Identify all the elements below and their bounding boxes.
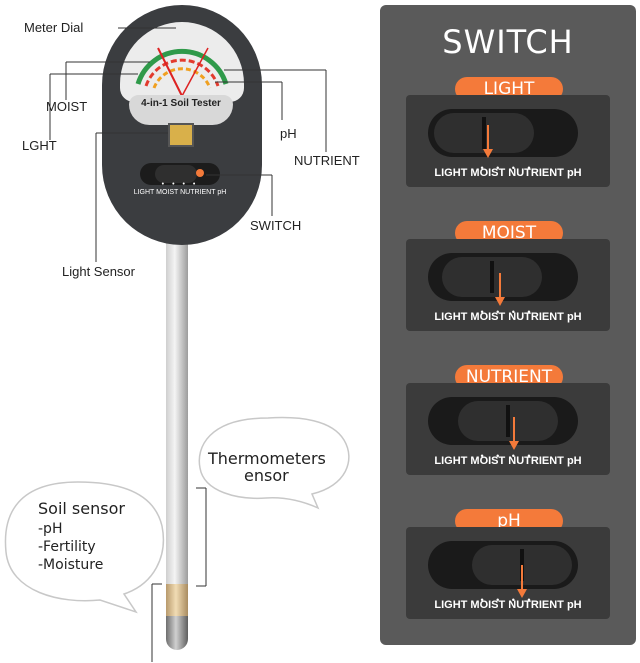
soil-bubble-item: -Fertility [38,539,96,555]
callout-nutrient: NUTRIENT [294,153,360,168]
position-labels: LIGHT MOIST NUTRIENT pH [434,311,582,323]
switch-slot [428,253,578,301]
callout-lines [49,27,327,662]
position-arrow-icon [495,273,505,306]
brand-plate [129,95,233,125]
position-dots: • • • • [480,595,536,605]
position-dots: • • • • [480,163,536,173]
mode-card-light: • • • • LIGHT MOIST NUTRIENT pH [406,95,610,187]
light-sensor-window [168,123,194,147]
thermo-bubble [198,416,350,510]
callout-light: LGHT [22,138,57,153]
soil-bubble-item: -Moisture [38,557,104,573]
callout-switch: SWITCH [250,218,302,233]
probe-tip [166,616,188,650]
thermo-bubble-line2: ensor [244,466,289,485]
mode-card-ph: • • • • LIGHT MOIST NUTRIENT pH [406,527,610,619]
probe-stem [166,240,188,635]
soil-bubble-title: Soil sensor [38,499,125,518]
soil-bubble-item: -pH [38,521,63,537]
position-arrow-icon [509,417,519,450]
callout-ph: pH [280,126,297,141]
thermo-bubble-line1: Thermometers [208,449,326,468]
callout-light-sensor: Light Sensor [62,264,135,279]
switch-slot [428,397,578,445]
probe-sensor-band [166,584,188,616]
position-dots: • • • • [480,451,536,461]
position-arrow-icon [483,125,493,158]
position-labels: LIGHT MOIST NUTRIENT pH [434,599,582,611]
soil-bubble [4,481,164,614]
switch-knob[interactable] [434,113,534,153]
position-dots: • • • • [480,307,536,317]
callout-moist: MOIST [46,99,88,114]
brand-label: 4-in-1 Soil Tester [141,98,221,109]
callout-meter-dial: Meter Dial [24,20,84,35]
mode-card-nutrient: • • • • LIGHT MOIST NUTRIENT pH [406,383,610,475]
dial-scale-graphic [135,47,229,97]
switch-knob[interactable] [458,401,558,441]
switch-indicator-icon [196,169,204,177]
switch-slot [428,109,578,157]
position-labels: LIGHT MOIST NUTRIENT pH [434,455,582,467]
switch-slot [428,541,578,589]
speech-bubbles [4,416,350,614]
switch-panel: SWITCH LIGHT • • • • LIGHT MOIST NUTRIEN… [380,5,636,645]
device-switch-labels: LIGHT MOIST NUTRIENT pH [133,189,227,196]
position-labels: LIGHT MOIST NUTRIENT pH [434,167,582,179]
switch-knob[interactable] [442,257,542,297]
device-switch-dots: • • • • [161,181,199,188]
device-switch-knob[interactable] [155,165,197,183]
position-arrow-icon [517,565,527,598]
mode-card-moist: • • • • LIGHT MOIST NUTRIENT pH [406,239,610,331]
panel-title: SWITCH [442,23,574,61]
